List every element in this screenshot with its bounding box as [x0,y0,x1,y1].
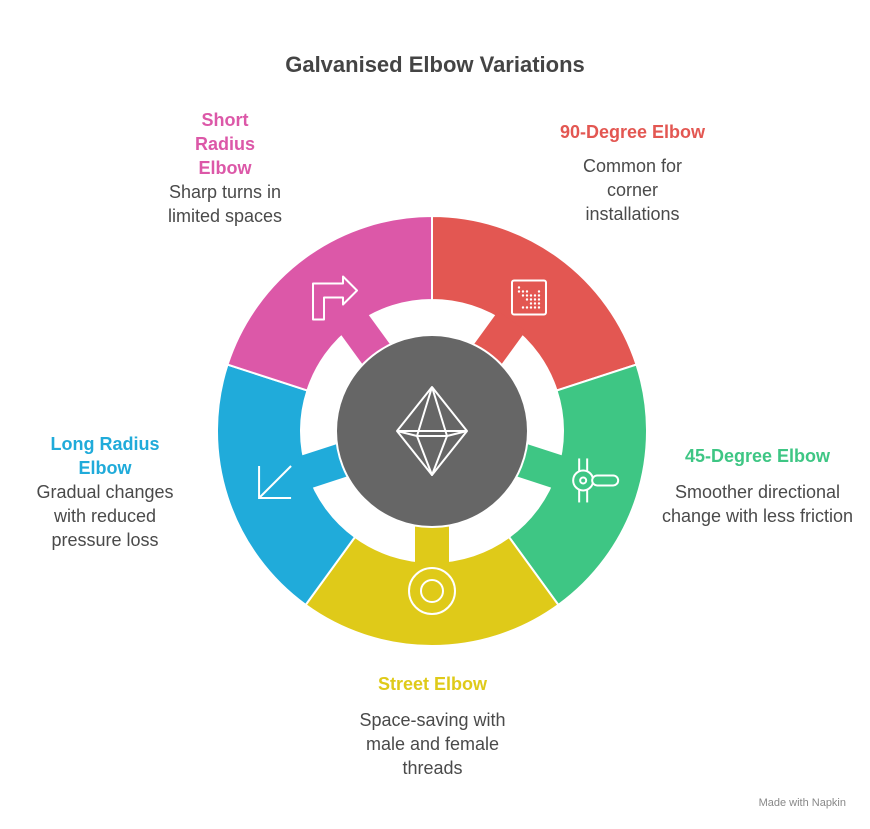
label-long-radius-elbow: Long Radius Elbow Gradual changes with r… [20,432,190,552]
diamond-icon [396,386,468,476]
heading: 90-Degree Elbow [559,122,706,142]
diagram-title: Galvanised Elbow Variations [285,52,585,77]
segment-street-elbow [304,522,560,647]
description: Gradual changes with reduced pressure lo… [36,482,174,550]
segment-long-radius-elbow [216,363,357,607]
heading: Street Elbow [377,674,488,694]
segment-45-degree-elbow [507,363,648,607]
arrow-down-left-icon [258,465,292,499]
label-90-degree-elbow: 90-Degree Elbow Common for corner instal… [520,120,745,226]
description: Sharp turns in limited spaces [167,182,283,226]
description: Common for corner installations [582,156,683,224]
heading: 45-Degree Elbow [684,446,831,466]
heading: Short Radius Elbow [194,110,255,178]
segment-arc [226,214,433,392]
segment-connector [513,442,567,490]
label-45-degree-elbow: 45-Degree Elbow Smoother directional cha… [660,444,855,528]
footer-credit: Made with Napkin [758,797,846,809]
segment-arc [216,363,357,607]
target-circle-icon [408,567,456,615]
segment-connector [415,522,449,567]
description: Space-saving with male and female thread… [359,710,506,778]
valve-icon [572,458,620,503]
segment-arc [304,535,560,647]
description: Smoother directional change with less fr… [661,482,854,526]
label-short-radius-elbow: Short Radius Elbow Sharp turns in limite… [150,108,300,228]
heading: Long Radius Elbow [50,434,160,478]
center-hub [335,334,529,528]
turn-right-arrow-icon [312,275,359,321]
dot-grid-icon [510,279,547,316]
label-street-elbow: Street Elbow Space-saving with male and … [330,672,535,780]
segment-connector [297,442,351,490]
